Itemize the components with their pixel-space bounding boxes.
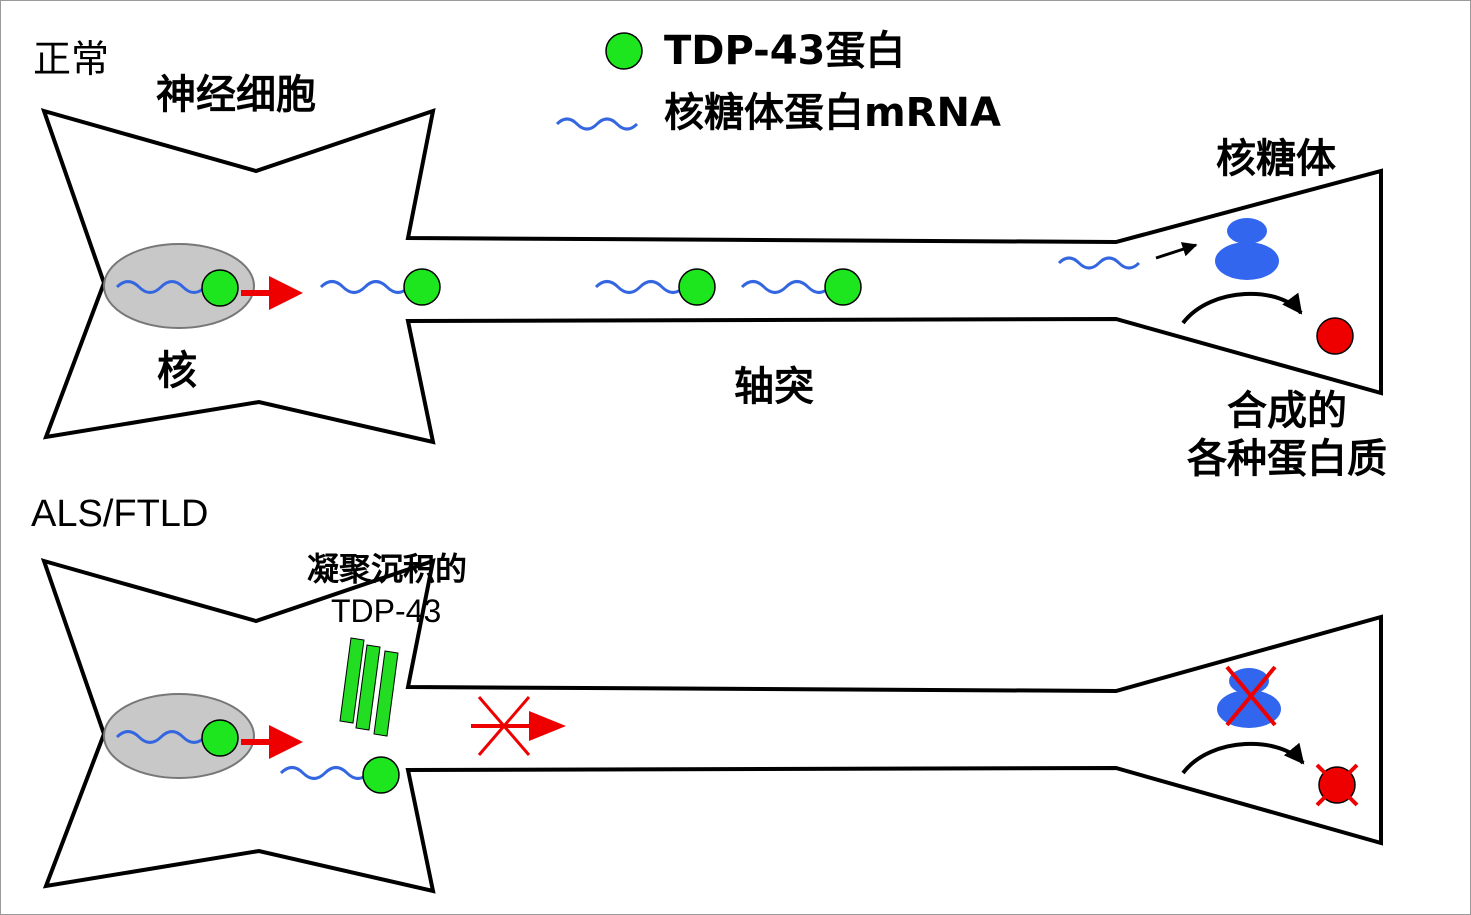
mrna-icon: [594, 280, 686, 294]
axon-label: 轴突: [734, 364, 814, 410]
ribosome-icon: [1215, 218, 1279, 280]
legend-protein-icon: [605, 32, 643, 70]
mrna-icon: [115, 730, 207, 744]
product-label-line2: 各种蛋白质: [1187, 436, 1387, 482]
legend-mrna-label: 核糖体蛋白mRNA: [664, 90, 1001, 136]
aggregate-label-line1: 凝聚沉积的: [307, 550, 468, 588]
legend-mrna-icon: [555, 117, 639, 131]
mrna-icon: [115, 280, 207, 294]
tdp43-protein-icon: [678, 268, 716, 306]
disease-neuron: [40, 557, 1383, 894]
synthesis-arrow: [1181, 291, 1303, 325]
nucleus-label: 核: [157, 348, 197, 394]
tdp43-protein-icon: [824, 268, 862, 306]
section-label-disease: ALS/FTLD: [31, 493, 209, 535]
red-x-icon: [1225, 665, 1277, 727]
mrna-icon: [319, 280, 411, 294]
ribosome-label: 核糖体: [1216, 136, 1336, 182]
red-x-icon: [1315, 763, 1359, 807]
neuron-label: 神经细胞: [156, 72, 316, 118]
legend: [555, 32, 643, 131]
mrna-icon: [1057, 256, 1141, 270]
aggregate-label-line2: TDP-43: [331, 593, 442, 629]
disease-neuron-outline: [40, 557, 1383, 894]
normal-neuron: [40, 107, 1383, 445]
aggregated-tdp43-icon: [339, 637, 399, 737]
synthesis-arrow: [1181, 741, 1305, 775]
product-label-line1: 合成的: [1227, 388, 1347, 434]
mrna-icon: [740, 280, 832, 294]
mrna-icon: [279, 766, 371, 780]
synthesized-protein-icon: [1316, 317, 1354, 355]
legend-protein-label: TDP-43蛋白: [664, 28, 906, 74]
disease-nucleus: [103, 693, 255, 779]
tdp43-protein-icon: [201, 269, 239, 307]
tdp43-protein-icon: [201, 719, 239, 757]
tdp43-protein-icon: [362, 756, 400, 794]
arrow-icon: [1155, 242, 1198, 260]
transport-arrow-head: [269, 725, 303, 759]
tdp43-protein-icon: [403, 268, 441, 306]
normal-nucleus: [103, 243, 255, 329]
transport-arrow-head: [269, 276, 303, 310]
blocked-transport-icon: [471, 696, 566, 756]
section-label-normal: 正常: [33, 39, 110, 81]
